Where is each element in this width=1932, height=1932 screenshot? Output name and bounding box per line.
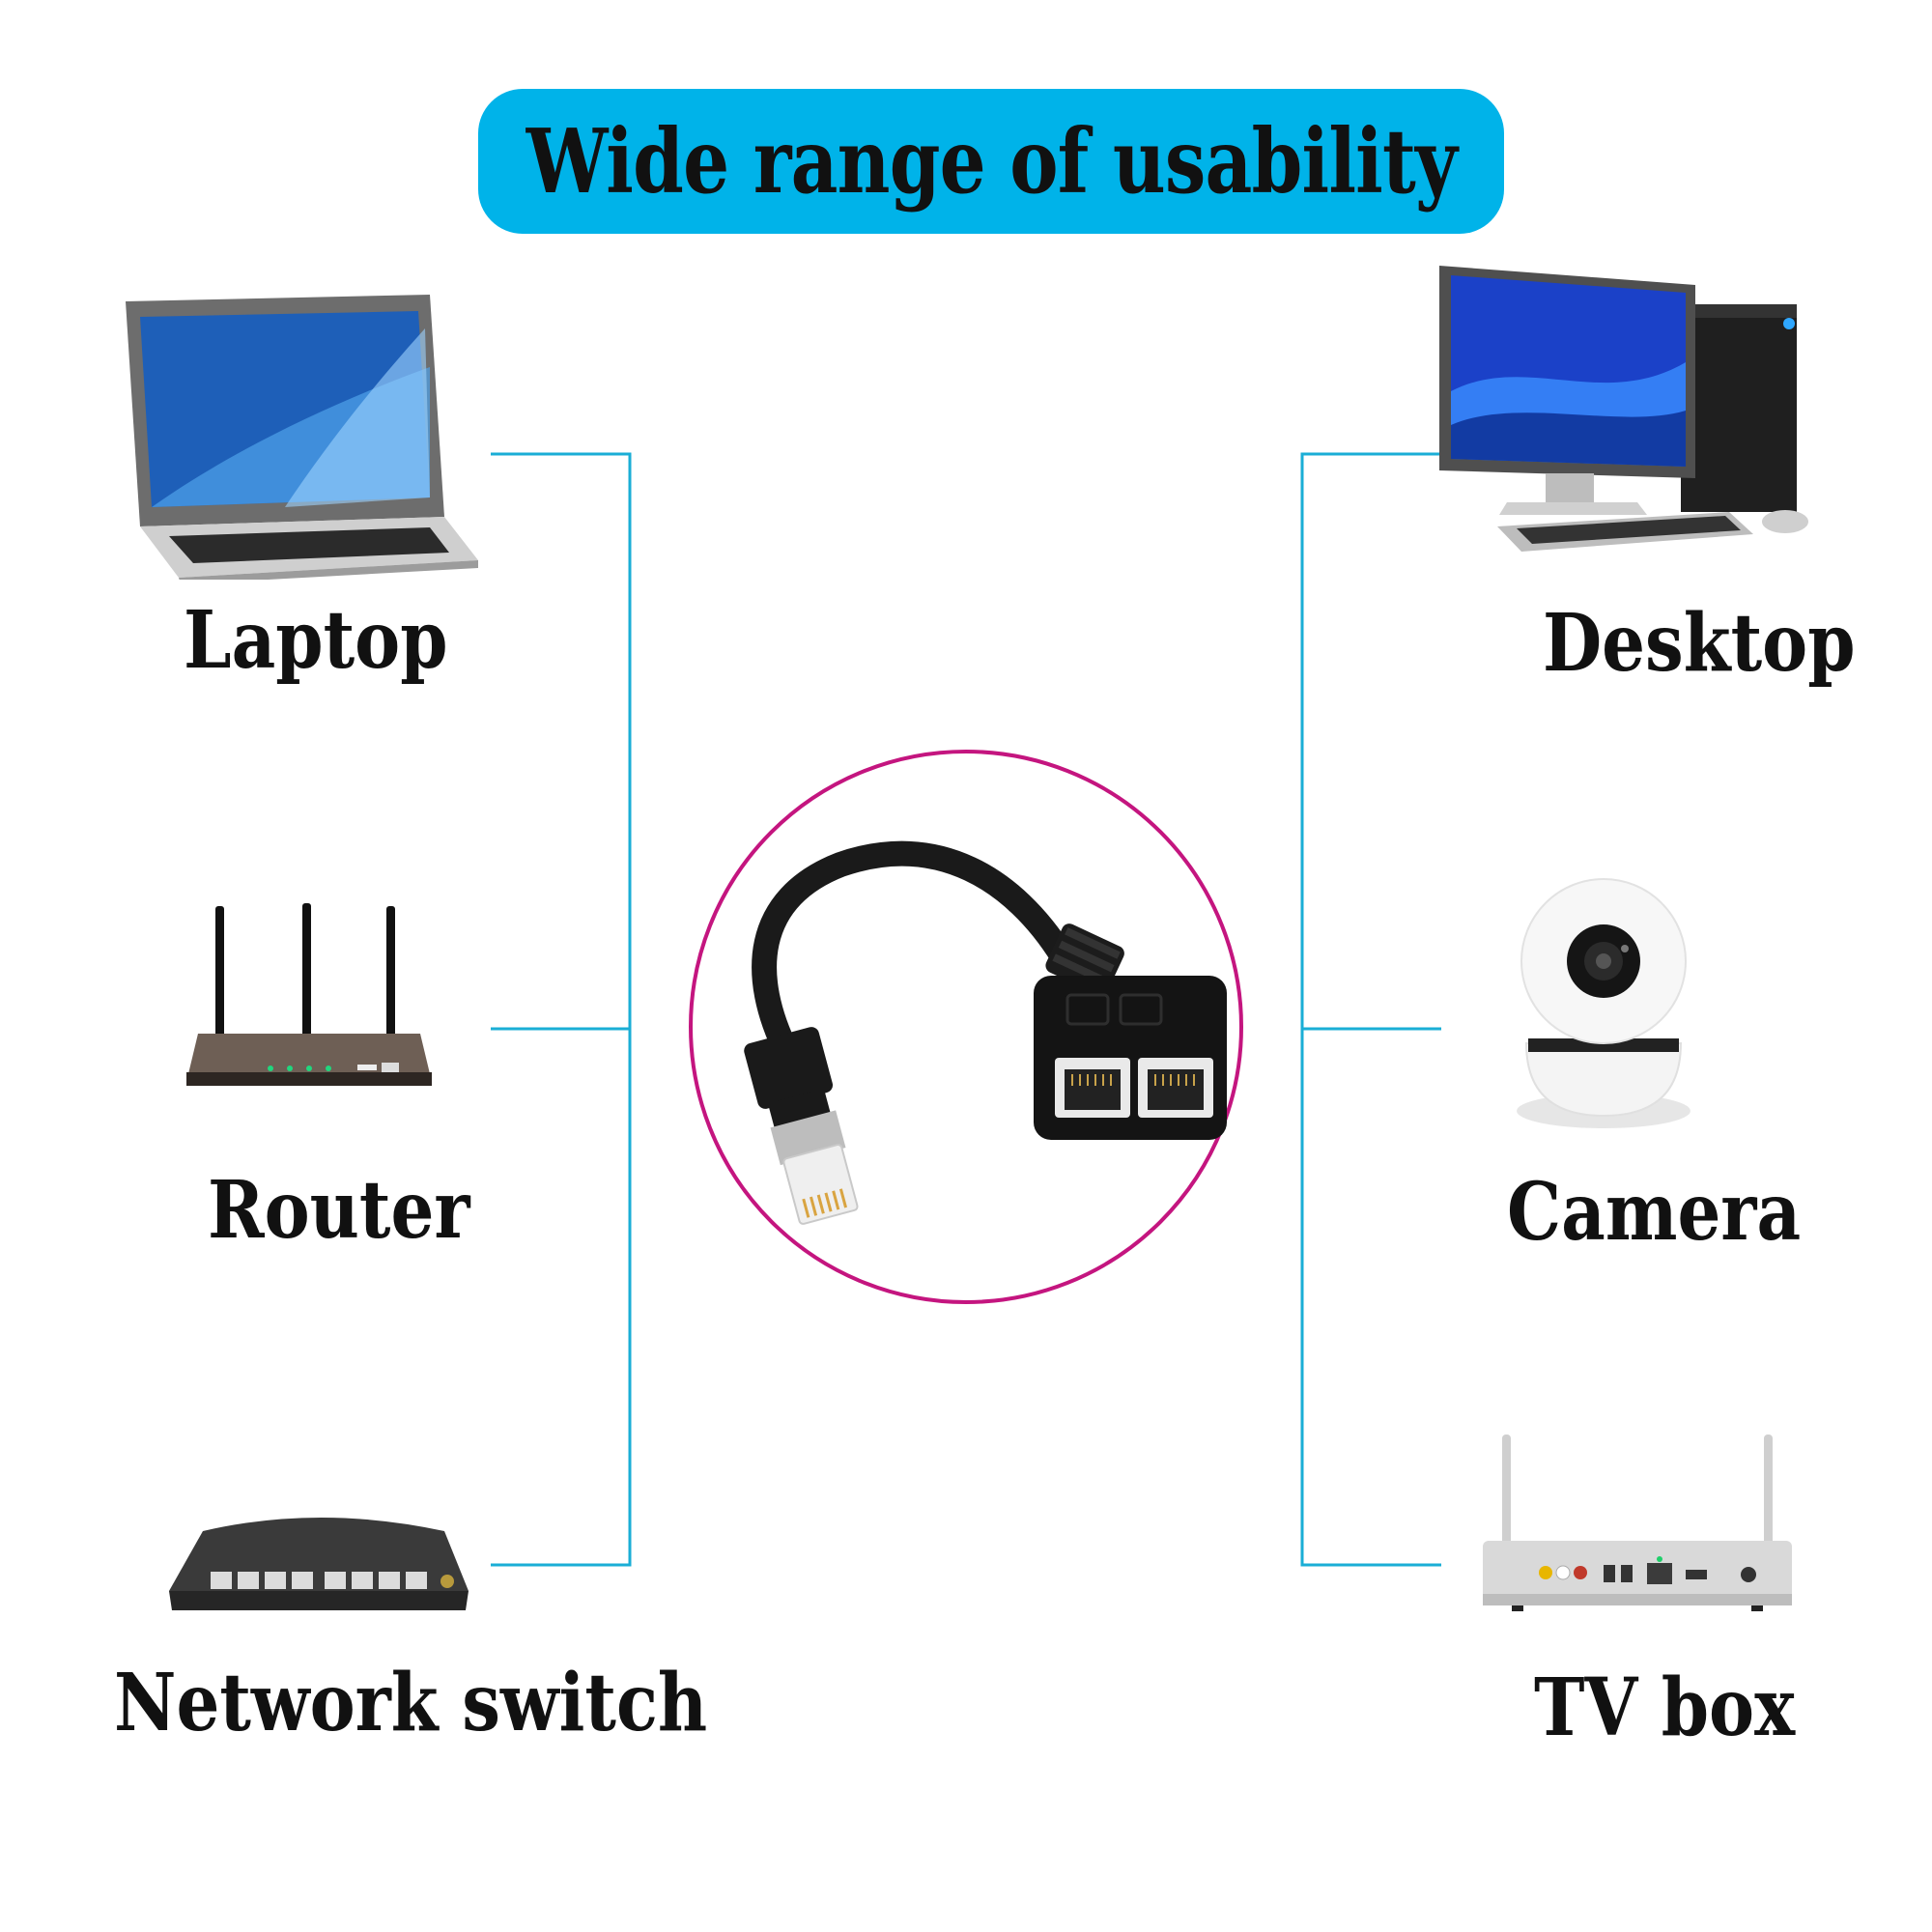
page-title: Wide range of usability [526, 109, 1457, 213]
label-desktop: Desktop [1543, 597, 1856, 690]
label-camera: Camera [1507, 1166, 1802, 1259]
desktop-icon [1439, 266, 1808, 552]
left-connector-bracket [491, 452, 632, 1567]
tv-box-icon [1483, 1435, 1792, 1611]
network-switch-icon [169, 1518, 469, 1610]
label-network-switch: Network switch [114, 1657, 708, 1749]
label-router: Router [208, 1164, 470, 1257]
rj45-splitter-icon [744, 840, 1227, 1225]
router-icon [186, 903, 432, 1086]
label-tv-box: TV box [1534, 1662, 1796, 1754]
laptop-icon [126, 295, 478, 580]
title-banner: Wide range of usability [478, 89, 1504, 234]
right-connector-bracket [1300, 452, 1441, 1567]
center-circle [689, 750, 1243, 1304]
label-laptop: Laptop [184, 594, 448, 687]
camera-icon [1517, 878, 1690, 1128]
